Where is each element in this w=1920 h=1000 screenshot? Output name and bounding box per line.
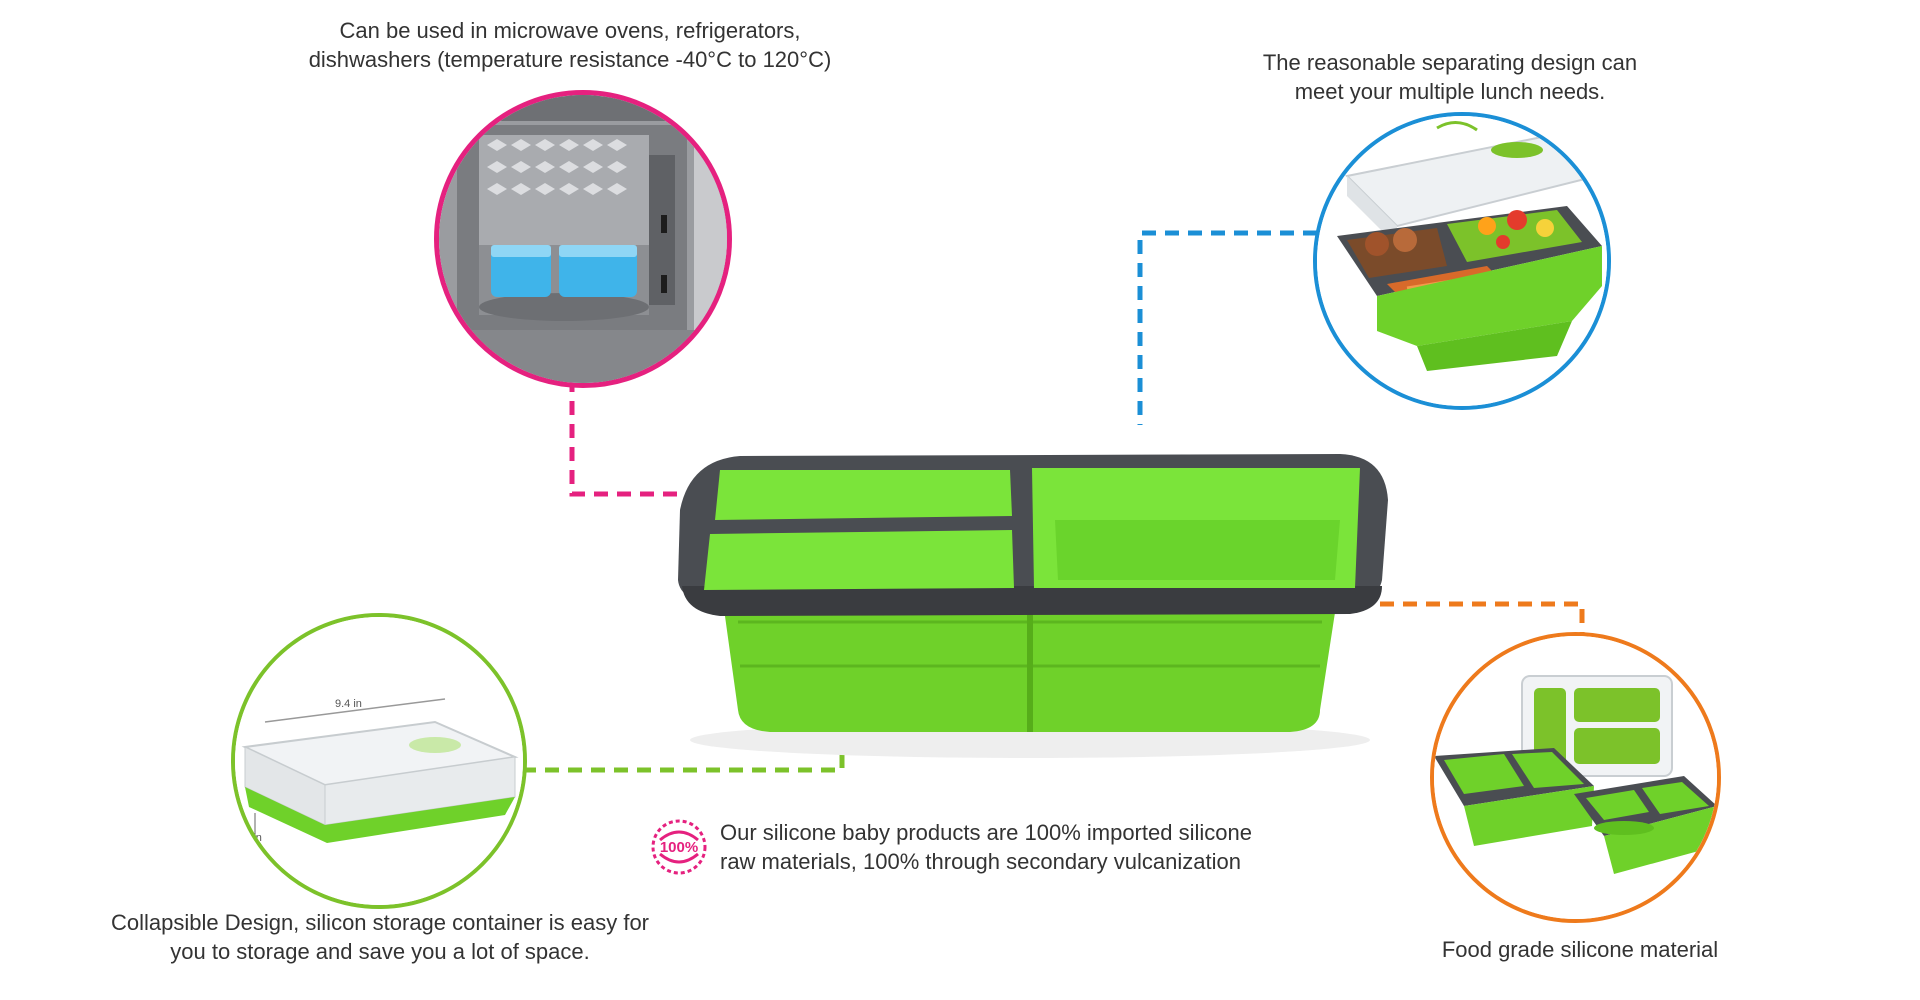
microwave-oven-illustration [439,95,727,383]
dimension-height-label: 2.9 in [235,832,262,844]
collapsible-container-illustration: 9.4 in 2.9 in [235,617,523,905]
caption-silicone-line2: raw materials, 100% through secondary vu… [720,849,1241,874]
microwave-photo-circle [434,90,732,388]
caption-microwave-line1: Can be used in microwave ovens, refriger… [339,18,801,43]
caption-silicone: Our silicone baby products are 100% impo… [720,818,1360,876]
caption-collapsible-line1: Collapsible Design, silicon storage cont… [110,910,650,935]
caption-separating: The reasonable separating design can mee… [1230,48,1670,106]
lunch-food-photo-circle [1313,112,1611,410]
caption-separating-line2: meet your multiple lunch needs. [1294,79,1606,104]
main-lunch-box-product [678,454,1388,758]
caption-food-grade: Food grade silicone material [1420,935,1740,964]
food-grade-containers-illustration [1434,636,1717,919]
connector-pink [569,378,730,497]
caption-food-grade-line1: Food grade silicone material [1441,937,1719,962]
caption-collapsible-line2: you to storage and save you a lot of spa… [170,939,590,964]
collapsible-container-photo-circle: 9.4 in 2.9 in [231,613,527,909]
food-grade-photo-circle [1430,632,1721,923]
lunch-box-food-illustration [1317,116,1607,406]
caption-microwave-line2: dishwashers (temperature resistance -40°… [308,47,832,72]
caption-separating-line1: The reasonable separating design can [1262,50,1638,75]
caption-microwave: Can be used in microwave ovens, refriger… [260,16,880,74]
caption-collapsible: Collapsible Design, silicon storage cont… [80,908,680,966]
connector-blue [1137,230,1317,425]
100-percent-badge-icon: 100% [651,819,707,875]
badge-text: 100% [660,839,698,856]
caption-silicone-line1: Our silicone baby products are 100% impo… [720,820,1252,845]
dimension-width-label: 9.4 in [335,698,362,710]
